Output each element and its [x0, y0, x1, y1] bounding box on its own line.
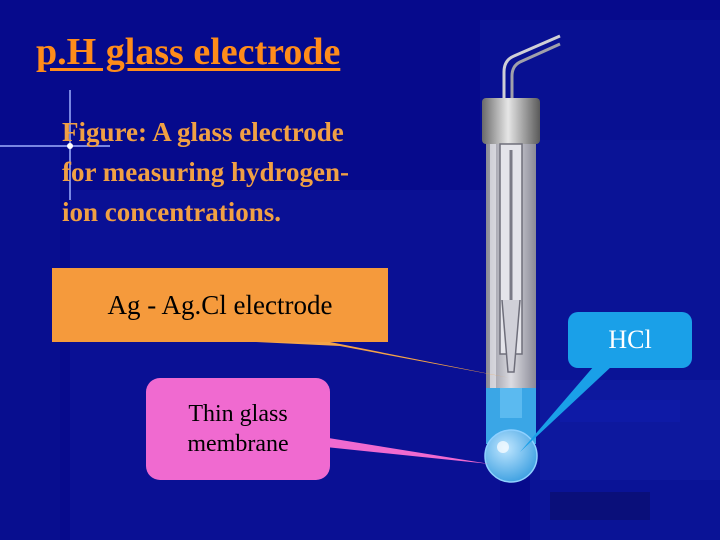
caption-line: ion concentrations.: [62, 197, 281, 227]
ag-agcl-callout: Ag - Ag.Cl electrode: [52, 268, 388, 342]
membrane-callout: Thin glass membrane: [146, 378, 330, 480]
sparkle-icon: [0, 90, 110, 200]
membrane-pointer: [316, 436, 490, 464]
hcl-pointer: [520, 366, 612, 452]
membrane-label-line: Thin glass: [188, 401, 288, 427]
hcl-callout: HCl: [568, 312, 692, 368]
caption-line: for measuring hydrogen-: [62, 157, 350, 187]
figure-caption: Figure: A glass electrode for measuring …: [62, 112, 472, 232]
ag-agcl-label: Ag - Ag.Cl electrode: [107, 289, 333, 320]
membrane-label-line: membrane: [187, 431, 289, 457]
electrode-wire: [502, 34, 561, 100]
hcl-label: HCl: [608, 325, 652, 354]
glass-electrode: [482, 34, 561, 483]
glass-membrane-bulb: [484, 429, 538, 483]
caption-line: Figure: A glass electrode: [62, 117, 344, 147]
electrode-cap: [482, 98, 540, 144]
slide-title: p.H glass electrode: [36, 31, 341, 73]
